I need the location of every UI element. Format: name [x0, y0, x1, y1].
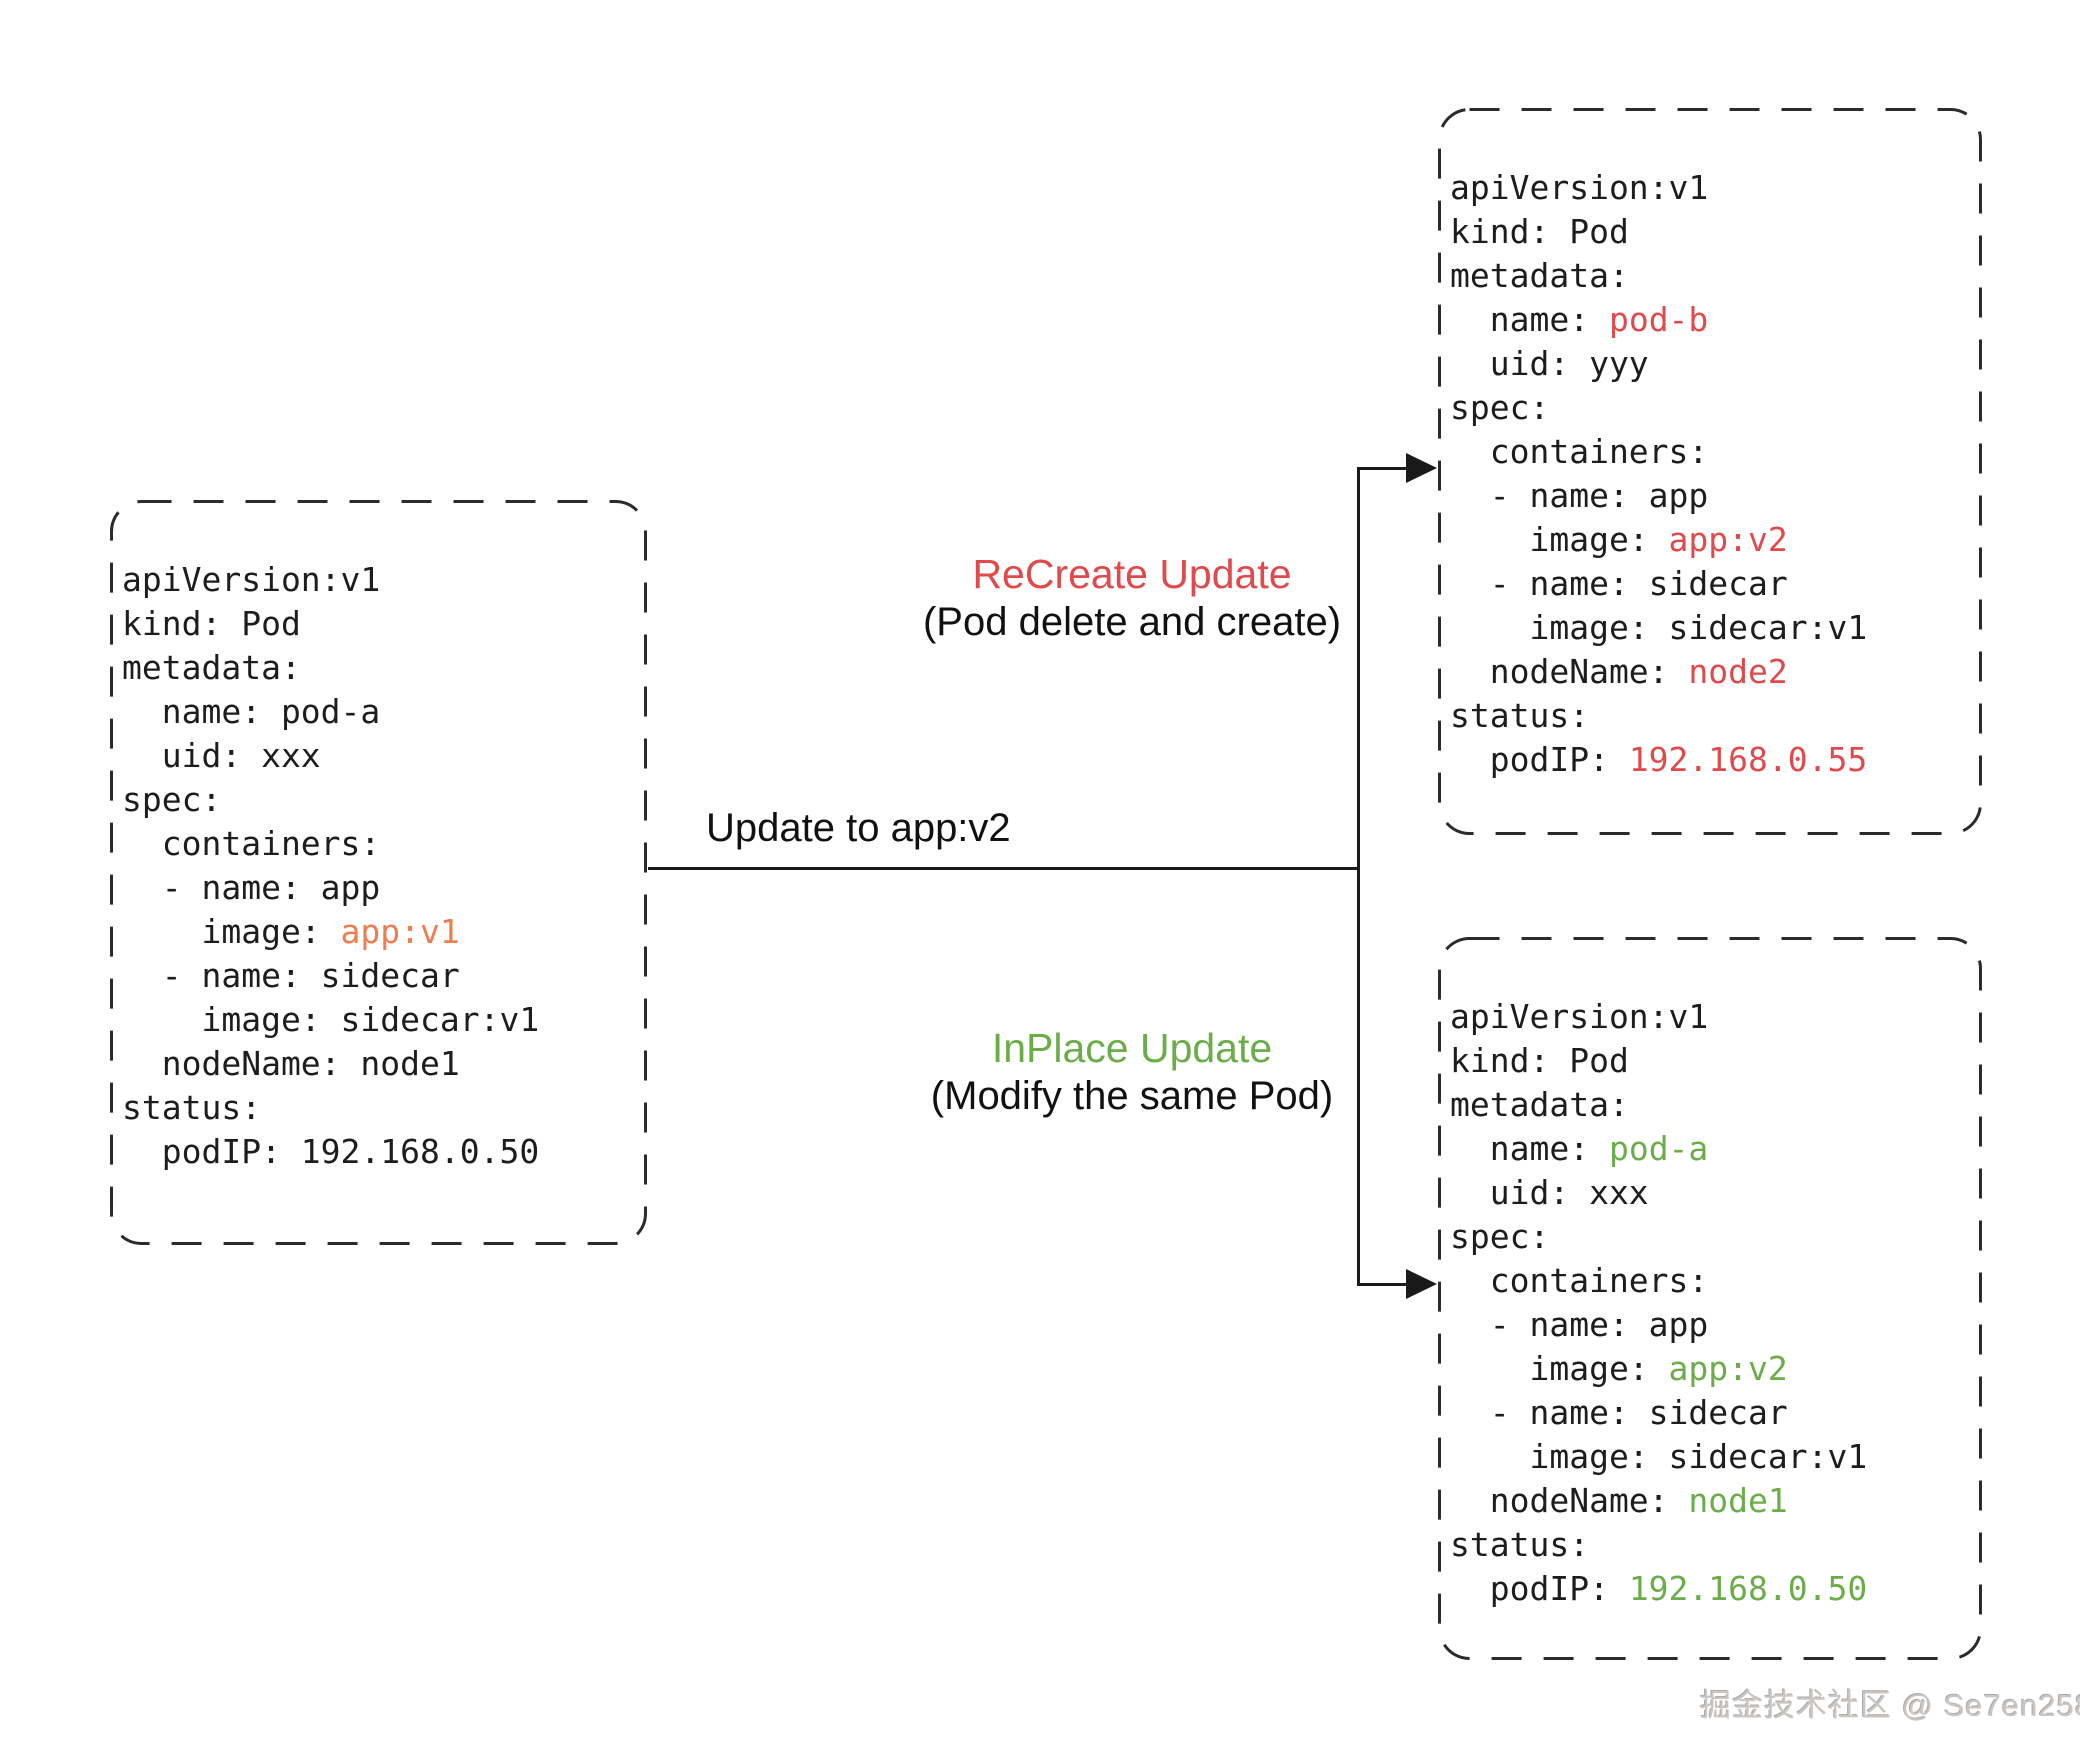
yaml-line: containers: — [1450, 432, 1709, 471]
pod-box-inplace: apiVersion:v1 kind: Pod metadata: name: po… — [1438, 937, 1982, 1660]
yaml-line: - name: sidecar — [1450, 564, 1788, 603]
yaml-line: name: pod-a — [122, 692, 381, 731]
inplace-subtitle: (Modify the same Pod) — [930, 1074, 1334, 1118]
yaml-line: nodeName: node1 — [122, 1044, 460, 1083]
yaml-line: image: sidecar:v1 — [1450, 1437, 1868, 1476]
yaml-line: metadata: — [1450, 256, 1629, 295]
yaml-line: status: — [1450, 696, 1590, 735]
yaml-line: apiVersion:v1 — [122, 560, 381, 599]
yaml-line: status: — [122, 1088, 262, 1127]
yaml-line: - name: app — [122, 868, 381, 907]
yaml-line: spec: — [1450, 388, 1550, 427]
arrowhead-recreate-icon — [1406, 453, 1437, 483]
yaml-line: image: sidecar:v1 — [1450, 608, 1868, 647]
yaml-line: status: — [1450, 1525, 1590, 1564]
yaml-line: image: app:v2 — [1450, 1349, 1788, 1388]
yaml-line: uid: xxx — [1450, 1173, 1649, 1212]
yaml-line: uid: xxx — [122, 736, 321, 775]
yaml-line: podIP: 192.168.0.55 — [1450, 740, 1868, 779]
yaml-line: - name: app — [1450, 476, 1709, 515]
yaml-line: - name: sidecar — [122, 956, 460, 995]
yaml-line: name: pod-a — [1450, 1129, 1709, 1168]
pod-box-original: apiVersion:v1 kind: Pod metadata: name: po… — [110, 500, 647, 1245]
pod-yaml-recreated: apiVersion:v1 kind: Pod metadata: name: po… — [1450, 166, 1867, 782]
yaml-line: apiVersion:v1 — [1450, 997, 1709, 1036]
yaml-line: apiVersion:v1 — [1450, 168, 1709, 207]
arrow-line-main — [648, 867, 1360, 870]
yaml-line: image: sidecar:v1 — [122, 1000, 540, 1039]
arrow-line-branch-bottom — [1357, 1283, 1409, 1286]
inplace-title: InPlace Update — [991, 1025, 1273, 1071]
yaml-line: podIP: 192.168.0.50 — [122, 1132, 540, 1171]
yaml-line: containers: — [122, 824, 381, 863]
yaml-line: - name: sidecar — [1450, 1393, 1788, 1432]
yaml-line: kind: Pod — [122, 604, 301, 643]
arrow-line-branch-top — [1357, 467, 1409, 470]
yaml-line: metadata: — [1450, 1085, 1629, 1124]
pod-yaml-original: apiVersion:v1 kind: Pod metadata: name: po… — [122, 558, 539, 1174]
yaml-line: name: pod-b — [1450, 300, 1709, 339]
watermark: 掘金技术社区 @ Se7en258 — [1700, 1688, 2080, 1723]
inplace-label-group: InPlace Update (Modify the same Pod) — [882, 1024, 1382, 1120]
yaml-line: kind: Pod — [1450, 212, 1629, 251]
update-edge-label: Update to app:v2 — [706, 806, 1011, 850]
yaml-line: containers: — [1450, 1261, 1709, 1300]
dashed-border — [1438, 108, 1982, 835]
yaml-line: spec: — [1450, 1217, 1550, 1256]
pod-yaml-inplace: apiVersion:v1 kind: Pod metadata: name: po… — [1450, 995, 1867, 1611]
yaml-line: metadata: — [122, 648, 301, 687]
arrowhead-inplace-icon — [1406, 1269, 1437, 1299]
yaml-line: image: app:v1 — [122, 912, 460, 951]
yaml-line: kind: Pod — [1450, 1041, 1629, 1080]
yaml-line: nodeName: node1 — [1450, 1481, 1788, 1520]
dashed-border — [110, 500, 647, 1245]
arrow-line-vertical — [1357, 468, 1360, 1286]
dashed-border — [1438, 937, 1982, 1660]
pod-box-recreated: apiVersion:v1 kind: Pod metadata: name: po… — [1438, 108, 1982, 835]
recreate-subtitle: (Pod delete and create) — [922, 600, 1342, 644]
yaml-line: uid: yyy — [1450, 344, 1649, 383]
yaml-line: podIP: 192.168.0.50 — [1450, 1569, 1868, 1608]
recreate-label-group: ReCreate Update (Pod delete and create) — [882, 550, 1382, 646]
yaml-line: image: app:v2 — [1450, 520, 1788, 559]
yaml-line: spec: — [122, 780, 222, 819]
recreate-title: ReCreate Update — [972, 551, 1292, 597]
yaml-line: - name: app — [1450, 1305, 1709, 1344]
yaml-line: nodeName: node2 — [1450, 652, 1788, 691]
